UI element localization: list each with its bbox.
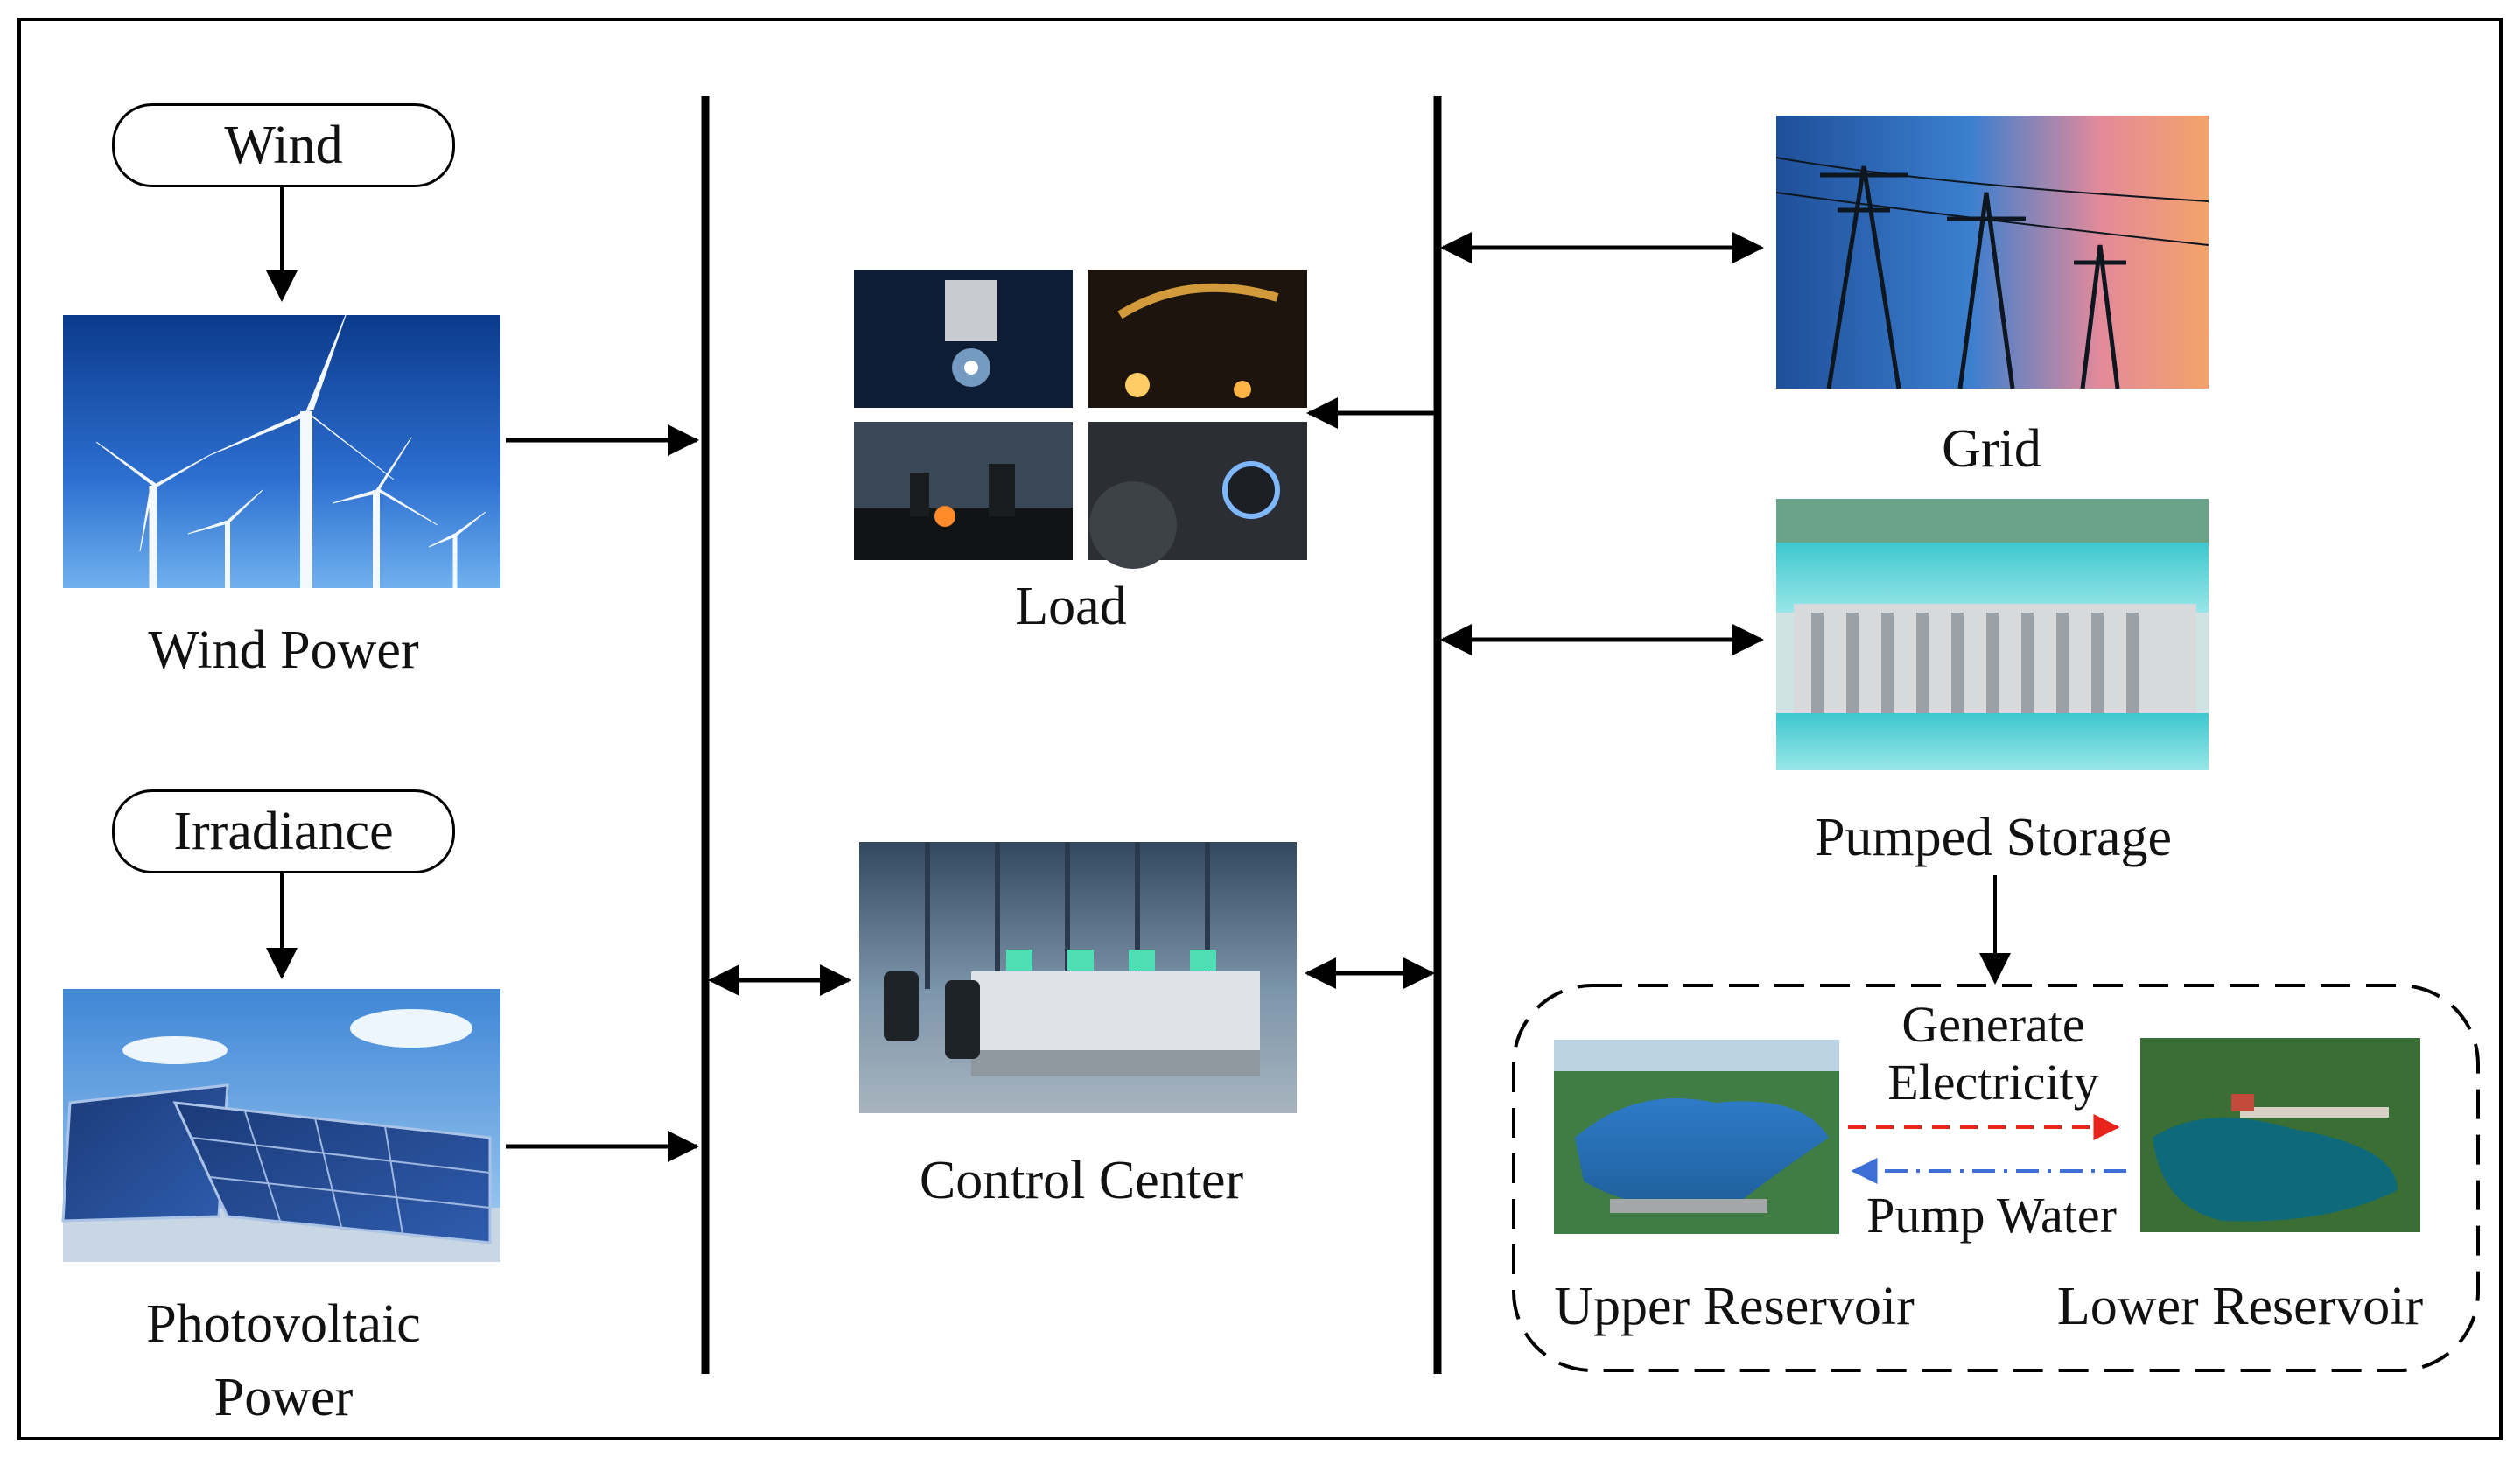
- upper-reservoir-photo: [1554, 1040, 1839, 1234]
- lower-reservoir-label: Lower Reservoir: [2056, 1277, 2424, 1336]
- reservoir-box: [1512, 984, 2480, 1372]
- generate-label-line2: Electricity: [1887, 1054, 2099, 1111]
- upper-reservoir-label: Upper Reservoir: [1554, 1277, 1914, 1336]
- control-center-label: Control Center: [919, 1151, 1244, 1210]
- lower-reservoir-photo: [2140, 1038, 2420, 1232]
- irradiance-input-box: Irradiance: [112, 789, 455, 873]
- industrial-load-photos: [854, 270, 1307, 569]
- outer-frame: [18, 18, 2502, 1440]
- hydro-dam-photo: [1776, 499, 2208, 770]
- generate-label-line1: Generate: [1901, 996, 2085, 1053]
- load-label: Load: [1015, 577, 1127, 636]
- wind-turbines-photo: [63, 314, 500, 588]
- wind-label: Wind: [224, 115, 343, 175]
- solar-panels-photo: [61, 989, 500, 1262]
- pumped-storage-label: Pumped Storage: [1814, 808, 2173, 867]
- grid-label: Grid: [1942, 419, 2041, 479]
- irradiance-label: Irradiance: [173, 801, 394, 861]
- control-room-photo: [859, 842, 1297, 1113]
- transmission-tower-photo: [1775, 116, 2209, 389]
- wind-input-box: Wind: [112, 103, 455, 187]
- wind-power-label: Wind Power: [148, 620, 419, 680]
- pump-water-label: Pump Water: [1866, 1187, 2117, 1244]
- pv-label-line1: Photovoltaic: [146, 1294, 421, 1354]
- pv-label-line2: Power: [214, 1368, 354, 1427]
